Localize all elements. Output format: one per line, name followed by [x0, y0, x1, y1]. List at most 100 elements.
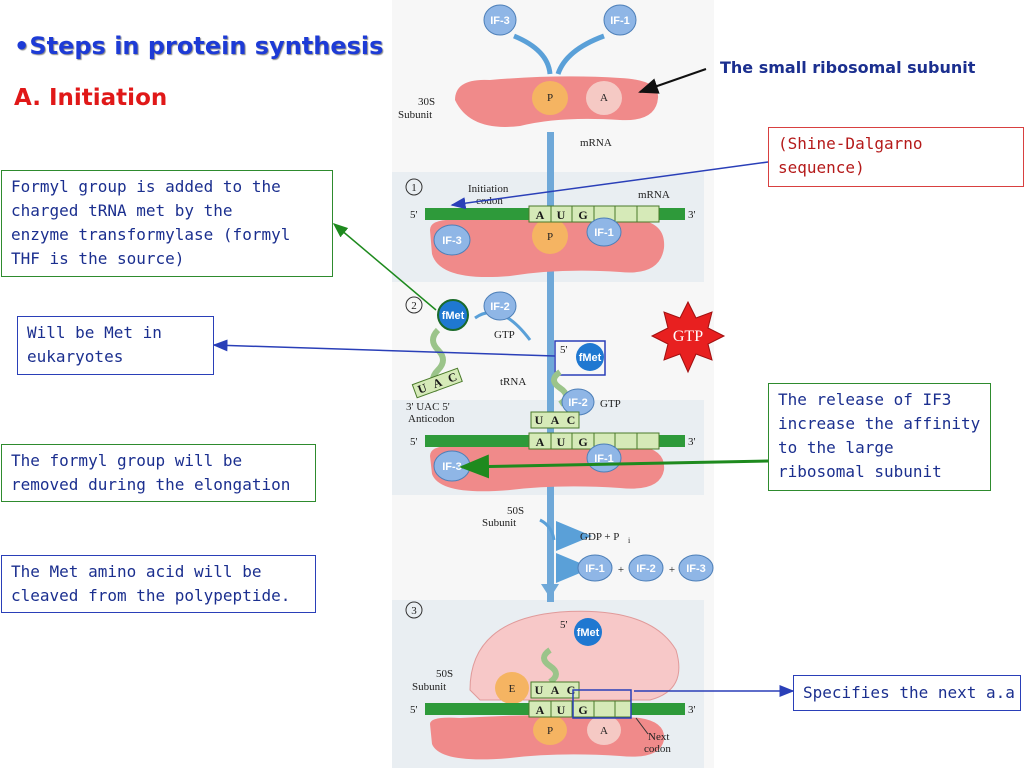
if3-factor-top: [483, 4, 517, 36]
anticodon-label-2: Anticodon: [408, 413, 455, 425]
note-met-cleaved-line: The Met amino acid will be: [11, 562, 262, 581]
fmet-right: [576, 343, 604, 371]
slide-subtitle: A. Initiation: [14, 85, 168, 111]
a-site-step3-label: A: [600, 725, 608, 737]
label-50s-step3: 50S: [436, 668, 453, 680]
codon-a-step1: A: [536, 208, 545, 222]
if1-step2-label: IF-1: [594, 453, 614, 465]
anticodon-block-right: [530, 411, 580, 429]
if1-step1-label: IF-1: [594, 227, 614, 239]
five-prime-trna: 5': [560, 344, 568, 356]
note-formyl-added-line: charged tRNA met by the: [11, 201, 233, 220]
arrow-small-subunit: [638, 68, 707, 94]
flow-line: [547, 132, 554, 602]
step2-marker: [405, 296, 423, 314]
mrna-label-step1: mRNA: [638, 189, 670, 201]
note-met-cleaved: The Met amino acid will be cleaved from …: [1, 555, 316, 613]
three-prime-step3: 3': [688, 704, 696, 716]
codon-u-step2: U: [557, 435, 566, 449]
codon-g-step3: G: [578, 703, 587, 717]
label-30s: 30S: [418, 96, 435, 108]
five-prime-step2: 5': [410, 436, 418, 448]
codon-a-step2: A: [536, 435, 545, 449]
label-50s-subunit-step3: Subunit: [412, 681, 446, 693]
note-if3-release-line: The release of IF3: [778, 390, 952, 409]
note-met-cleaved-line: cleaved from the polypeptide.: [11, 586, 291, 605]
a-site-top-label: A: [600, 92, 608, 104]
three-prime-step2: 3': [688, 436, 696, 448]
codon-g-step2: G: [578, 435, 587, 449]
gtp-star-label: GTP: [673, 328, 703, 345]
note-if3-release-line: increase the affinity: [778, 414, 981, 433]
five-prime-step3: 5': [410, 704, 418, 716]
e-site: [495, 672, 529, 704]
next-codon-highlight-box: [572, 689, 632, 719]
arrow-shine-dalgarno: [450, 161, 769, 210]
pi-subscript: i: [628, 536, 631, 545]
note-if3-release: The release of IF3 increase the affinity…: [768, 383, 991, 491]
arrow-met-eukaryotes: [212, 339, 556, 357]
note-met-eukaryotes-line: Will be Met in: [27, 323, 162, 342]
mrna-label-top: mRNA: [580, 137, 612, 149]
p-site-top: [532, 81, 568, 115]
if2-bound-label: IF-2: [568, 397, 588, 409]
fmet-step3-label: fMet: [577, 627, 600, 639]
anticodon-block-left: [411, 367, 463, 399]
next-codon-label-2: codon: [644, 743, 671, 755]
arrow-if3-release: [459, 454, 769, 479]
five-prime-step3-trna: 5': [560, 619, 568, 631]
note-formyl-added: Formyl group is added to the charged tRN…: [1, 170, 333, 277]
gtp-label-bound: GTP: [600, 398, 621, 410]
a-site-step3: [587, 715, 621, 745]
if1-released-label: IF-1: [585, 563, 605, 575]
if3-step1: [433, 224, 471, 256]
if1-curve: [555, 33, 605, 75]
if3-top-label: IF-3: [490, 15, 510, 27]
step2-number: 2: [411, 300, 417, 312]
if2-step2-label: IF-2: [490, 301, 510, 313]
if3-step1-label: IF-3: [442, 235, 462, 247]
if3-step2-label: IF-3: [442, 461, 462, 473]
if3-curve: [513, 33, 553, 75]
note-if3-release-line: to the large: [778, 438, 894, 457]
next-codon-label: Next: [648, 731, 669, 743]
slide-title: •Steps in protein synthesis: [14, 32, 384, 60]
note-formyl-added-line: THF is the source): [11, 249, 185, 268]
gtp-label-step2: GTP: [494, 329, 515, 341]
if2-released: [628, 554, 664, 582]
if3-released-label: IF-3: [686, 563, 706, 575]
a-site-top: [586, 81, 622, 115]
label-50s: 50S: [507, 505, 524, 517]
codon-u-step3: U: [557, 703, 566, 717]
initiation-codon-label-2: codon: [476, 195, 503, 207]
anticodon-c-right: C: [567, 413, 576, 427]
50s-join-arrow: [539, 518, 556, 541]
anticodon-c-step3: C: [567, 683, 576, 697]
label-50s-subunit: Subunit: [482, 517, 516, 529]
step3-marker: [405, 601, 423, 619]
trna-label: tRNA: [500, 376, 526, 388]
plus-1: +: [618, 564, 624, 576]
step1-number: 1: [411, 182, 417, 194]
if2-step2: [483, 291, 517, 321]
gdp-pi-label: GDP + P: [580, 531, 619, 543]
gtp-star: [650, 300, 726, 374]
note-if3-release-line: ribosomal subunit: [778, 462, 942, 481]
step3-number: 3: [411, 605, 417, 617]
anticodon-u-right: U: [535, 413, 544, 427]
initiation-codon-label: Initiation: [468, 183, 509, 195]
fmet-right-label: fMet: [579, 352, 602, 364]
note-met-eukaryotes: Will be Met in eukaryotes: [17, 316, 214, 375]
label-30s-subunit: Subunit: [398, 109, 432, 121]
anticodon-u-step3: U: [535, 683, 544, 697]
p-site-step1: [532, 218, 568, 254]
p-site-step3: [533, 715, 567, 745]
if3-released: [678, 554, 714, 582]
e-site-label: E: [509, 683, 516, 695]
small-subunit-note: The small ribosomal subunit: [720, 58, 976, 77]
fmet-left: [437, 299, 469, 331]
fmet-highlight-box: [554, 340, 606, 376]
anticodon-a-right: A: [551, 413, 560, 427]
step1-marker: [405, 178, 423, 196]
